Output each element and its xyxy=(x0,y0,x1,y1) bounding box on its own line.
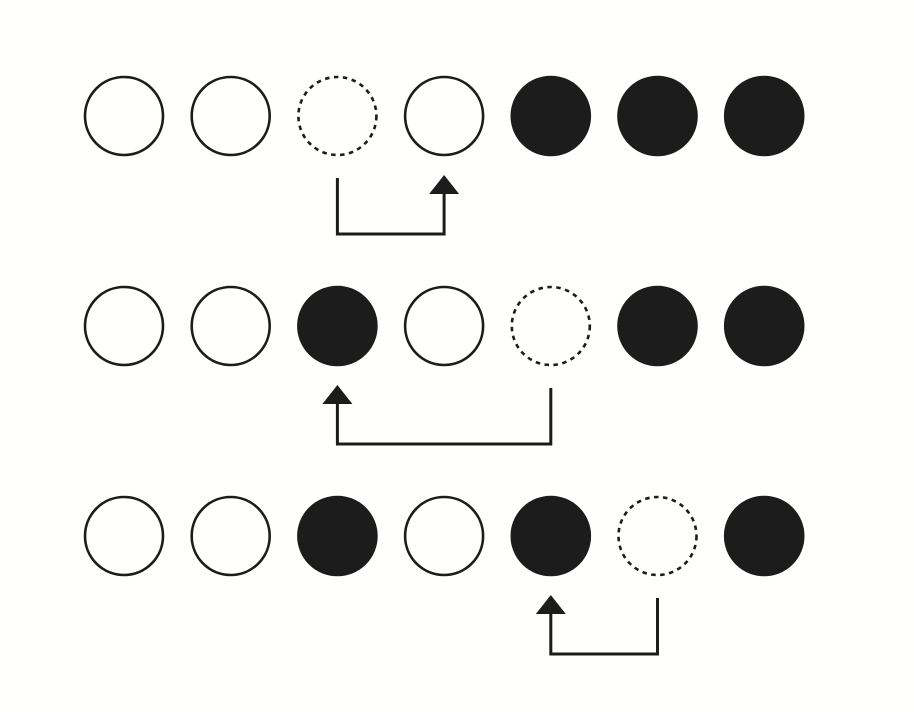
move-connector-line xyxy=(335,178,446,236)
white-stone xyxy=(83,75,165,157)
black-stone xyxy=(617,75,698,157)
move-connector-line xyxy=(549,598,659,656)
empty-slot xyxy=(617,495,698,577)
black-stone xyxy=(723,285,805,367)
arrow-up-icon xyxy=(322,385,353,404)
black-stone xyxy=(297,495,378,577)
puzzle-row-2 xyxy=(83,285,805,446)
puzzle-rows xyxy=(83,75,805,656)
white-stone xyxy=(83,285,165,367)
black-stone xyxy=(510,75,592,157)
puzzle-row-1 xyxy=(83,75,805,236)
white-stone xyxy=(403,285,485,367)
white-stone xyxy=(83,495,165,577)
move-connector-line xyxy=(335,388,553,446)
white-stone xyxy=(403,75,485,157)
white-stone xyxy=(190,285,271,367)
white-stone xyxy=(403,495,485,577)
empty-slot xyxy=(510,285,592,367)
black-stone xyxy=(723,75,805,157)
white-stone xyxy=(190,75,271,157)
empty-slot xyxy=(297,75,378,157)
white-stone xyxy=(190,495,271,577)
arrow-up-icon xyxy=(535,595,566,614)
black-stone xyxy=(617,285,698,367)
arrow-up-icon xyxy=(429,175,460,194)
black-stone xyxy=(297,285,378,367)
black-stone xyxy=(510,495,592,577)
black-stone xyxy=(723,495,805,577)
puzzle-row-3 xyxy=(83,495,805,656)
